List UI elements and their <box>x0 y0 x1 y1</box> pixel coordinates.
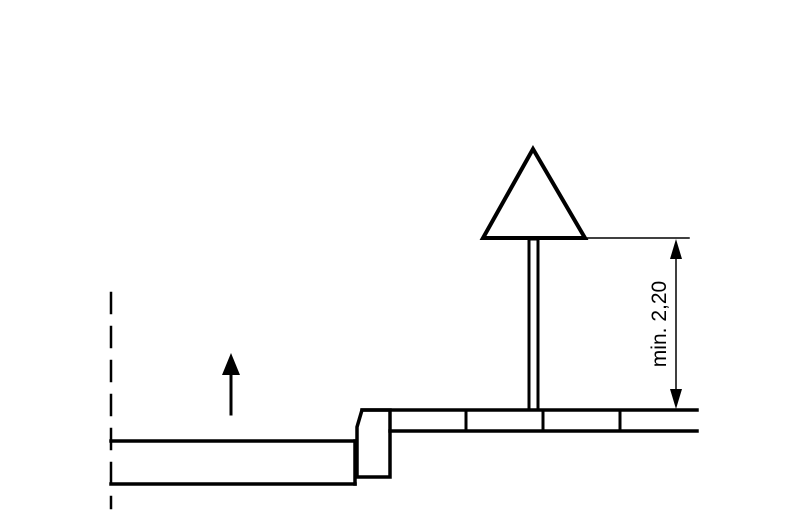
dimension-line <box>670 239 682 409</box>
sidewalk-slab <box>360 408 699 433</box>
triangle-sign-icon <box>479 144 589 240</box>
dimension-label: min. 2,20 <box>648 281 671 367</box>
arrow-up-icon <box>222 353 240 416</box>
road-slab <box>109 439 357 486</box>
kerb-stone <box>355 408 392 479</box>
sign-post <box>527 237 540 412</box>
